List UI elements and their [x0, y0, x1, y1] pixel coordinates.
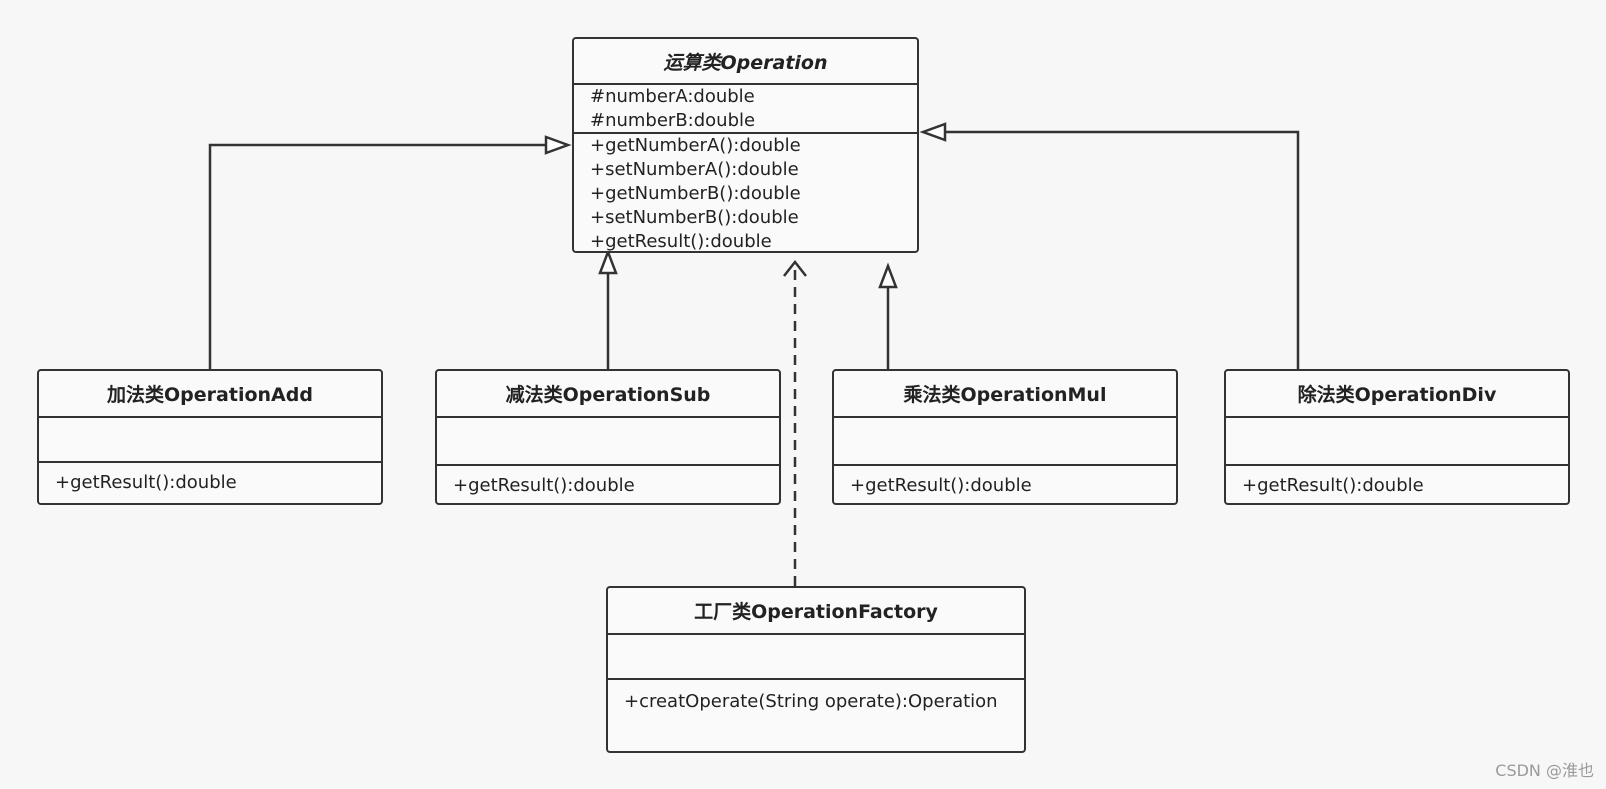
attribute: #numberA:double	[590, 86, 755, 107]
method: +getNumberA():double	[590, 135, 801, 156]
method: +creatOperate(String operate):Operation	[624, 691, 998, 712]
class-name: 减法类OperationSub	[505, 384, 711, 406]
class-methods: +getResult():double	[437, 464, 779, 498]
class-methods: +getResult():double	[39, 461, 381, 495]
class-operation-add: 加法类OperationAdd +getResult():double	[37, 369, 383, 505]
class-operation: 运算类Operation #numberA:double #numberB:do…	[572, 37, 919, 253]
class-methods: +getResult():double	[1226, 464, 1568, 498]
class-methods: +getResult():double	[834, 464, 1176, 498]
method: +setNumberA():double	[590, 159, 799, 180]
generalization-mul-arrowhead	[878, 262, 898, 289]
method: +getResult():double	[453, 475, 635, 496]
class-name: 工厂类OperationFactory	[694, 601, 938, 623]
generalization-sub-arrowhead	[598, 248, 618, 275]
class-attributes	[608, 633, 1024, 678]
method: +getResult():double	[55, 472, 237, 493]
class-methods: +creatOperate(String operate):Operation	[608, 678, 1024, 714]
method: +getNumberB():double	[590, 183, 801, 204]
class-attributes	[834, 416, 1176, 464]
method: +getResult():double	[850, 475, 1032, 496]
class-attributes	[39, 416, 381, 461]
attribute: #numberB:double	[590, 110, 756, 131]
generalization-div-arrowhead	[919, 122, 947, 142]
generalization-add-arrowhead	[544, 135, 572, 155]
class-operation-attributes: #numberA:double #numberB:double	[574, 83, 917, 132]
class-attributes	[437, 416, 779, 464]
class-name: 乘法类OperationMul	[903, 384, 1107, 406]
class-operation-div: 除法类OperationDiv +getResult():double	[1224, 369, 1570, 505]
class-operation-name: 运算类Operation	[663, 51, 828, 74]
method: +getResult():double	[590, 231, 772, 252]
method: +setNumberB():double	[590, 207, 799, 228]
generalization-div	[944, 130, 1300, 369]
watermark: CSDN @淮也	[1495, 761, 1594, 780]
dependency-factory-arrowhead	[783, 259, 807, 277]
class-attributes	[1226, 416, 1568, 464]
class-name: 除法类OperationDiv	[1297, 384, 1497, 406]
class-operation-methods: +getNumberA():double +setNumberA():doubl…	[574, 132, 917, 254]
method: +getResult():double	[1242, 475, 1424, 496]
class-operation-mul: 乘法类OperationMul +getResult():double	[832, 369, 1178, 505]
class-name: 加法类OperationAdd	[107, 384, 313, 406]
class-operation-sub: 减法类OperationSub +getResult():double	[435, 369, 781, 505]
class-operation-factory: 工厂类OperationFactory +creatOperate(String…	[606, 586, 1026, 753]
generalization-add	[208, 143, 547, 369]
